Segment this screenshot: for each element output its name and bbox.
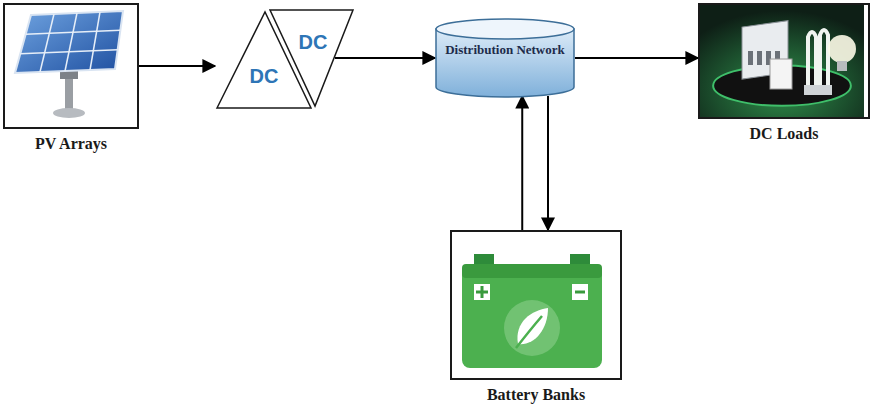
picture-frame <box>3 3 139 129</box>
loads-illustration <box>700 5 864 117</box>
picture-frame <box>698 3 870 119</box>
flow-arrow <box>335 57 435 59</box>
flow-arrow <box>575 57 698 59</box>
dc-dc-converter: DC DC <box>215 8 355 110</box>
node-label: DC Loads <box>698 125 870 143</box>
battery-bank-node: Battery Banks <box>450 230 622 404</box>
pv-array-node: PV Arrays <box>3 3 139 153</box>
cylinder-shape <box>435 18 575 98</box>
distribution-cylinder: Distribution Network <box>435 18 575 98</box>
flow-arrow <box>139 65 215 67</box>
flow-arrow <box>521 96 523 230</box>
converter-triangles <box>215 8 355 110</box>
bat-illustration <box>452 232 616 378</box>
flow-arrow <box>547 96 549 230</box>
network-label: Distribution Network <box>435 18 575 58</box>
node-label: PV Arrays <box>3 135 139 153</box>
pv-illustration <box>5 5 133 127</box>
picture-frame <box>450 230 622 380</box>
converter-label: DC <box>234 64 294 88</box>
converter-label: DC <box>283 30 343 54</box>
dc-loads-node: DC Loads <box>698 3 870 143</box>
node-label: Battery Banks <box>450 386 622 404</box>
